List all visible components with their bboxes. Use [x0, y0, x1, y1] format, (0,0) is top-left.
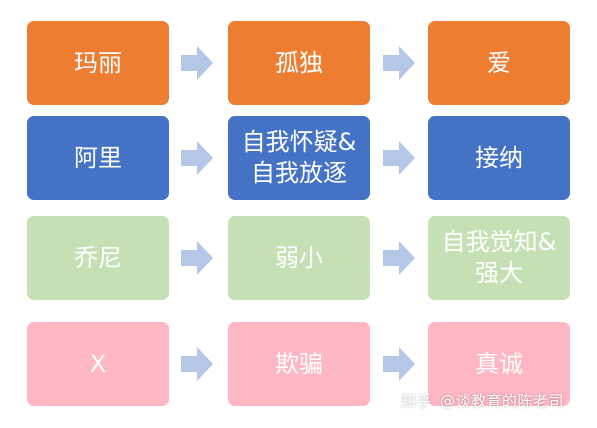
box-label: 欺骗 — [275, 349, 323, 378]
box-row1-from: 玛丽 — [27, 21, 169, 105]
box-label: 真诚 — [475, 349, 523, 378]
box-label: 阿里 — [74, 143, 122, 172]
arrow-right-icon — [181, 347, 213, 381]
arrow-right-icon — [383, 141, 415, 175]
box-row3-middle: 弱小 — [228, 216, 370, 300]
box-label: 玛丽 — [74, 48, 122, 77]
box-label: 弱小 — [275, 243, 323, 272]
watermark: 知乎 @谈教育的陈老司 — [401, 390, 564, 411]
box-label: 孤独 — [275, 48, 323, 77]
arrow-right-icon — [383, 46, 415, 80]
box-row1-to: 爱 — [428, 21, 570, 105]
box-label: 爱 — [487, 48, 511, 77]
arrow-right-icon — [181, 46, 213, 80]
arrow-right-icon — [383, 241, 415, 275]
box-label: 乔尼 — [74, 243, 122, 272]
arrow-right-icon — [181, 241, 213, 275]
box-label: X — [89, 349, 107, 378]
box-row2-middle: 自我怀疑& 自我放逐 — [228, 116, 370, 200]
box-row3-to: 自我觉知& 强大 — [428, 216, 570, 300]
box-label: 接纳 — [475, 143, 523, 172]
box-row2-to: 接纳 — [428, 116, 570, 200]
box-row3-from: 乔尼 — [27, 216, 169, 300]
box-row4-to: 真诚 — [428, 322, 570, 406]
box-label: 自我觉知& 强大 — [441, 228, 557, 287]
box-row2-from: 阿里 — [27, 116, 169, 200]
box-label: 自我怀疑& 自我放逐 — [241, 128, 357, 187]
box-row4-from: X — [27, 322, 169, 406]
box-row1-middle: 孤独 — [228, 21, 370, 105]
arrow-right-icon — [181, 141, 213, 175]
watermark-handle: @谈教育的陈老司 — [440, 392, 565, 410]
box-row4-middle: 欺骗 — [228, 322, 370, 406]
arrow-right-icon — [383, 347, 415, 381]
watermark-logo: 知乎 — [401, 392, 433, 410]
